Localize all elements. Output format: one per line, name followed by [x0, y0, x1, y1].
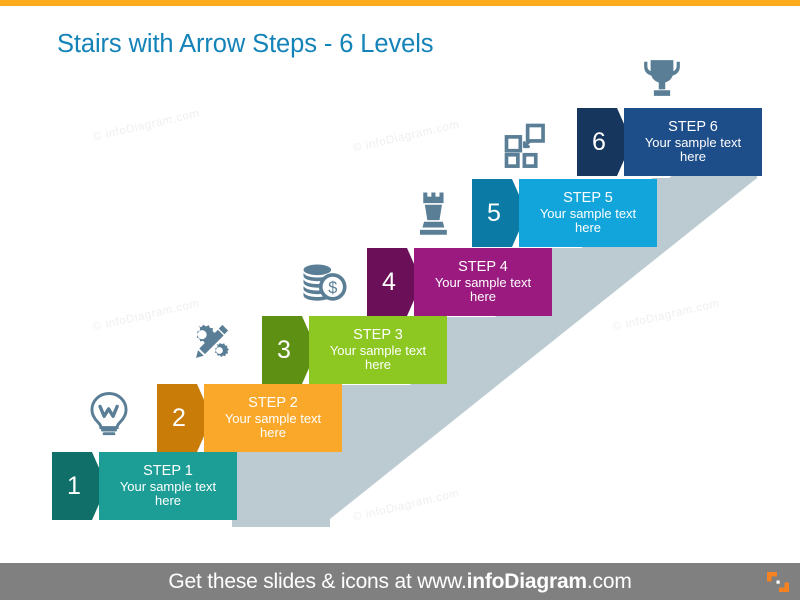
step-item-6[interactable]: STEP 6 Your sample text here 6: [577, 108, 762, 176]
step-body: STEP 4 Your sample text here: [414, 248, 552, 316]
gears-pencil-icon: [183, 318, 235, 370]
svg-text:$: $: [328, 279, 337, 297]
footer-text: Get these slides & icons at www.infoDiag…: [168, 570, 631, 594]
step-heading: STEP 3: [353, 326, 403, 343]
step-text: Your sample text here: [434, 275, 532, 305]
step-body: STEP 3 Your sample text here: [309, 316, 447, 384]
step-body: STEP 6 Your sample text here: [624, 108, 762, 176]
step-text: Your sample text here: [119, 479, 217, 509]
step-heading: STEP 1: [143, 462, 193, 479]
step-item-1[interactable]: STEP 1 Your sample text here 1: [52, 452, 237, 520]
step-item-3[interactable]: STEP 3 Your sample text here 3: [262, 316, 447, 384]
step-arrow-head: [472, 179, 527, 247]
step-arrow-head: [577, 108, 632, 176]
step-text: Your sample text here: [224, 411, 322, 441]
step-number: 5: [487, 198, 501, 227]
page-title: Stairs with Arrow Steps - 6 Levels: [57, 30, 434, 58]
step-body: STEP 2 Your sample text here: [204, 384, 342, 452]
step-arrow-head: [262, 316, 317, 384]
footer-brand: infoDiagram: [466, 569, 588, 593]
squares-arrange-icon: [500, 119, 552, 171]
footer-text-before: Get these slides & icons at www.: [168, 569, 467, 593]
step-heading: STEP 5: [563, 189, 613, 206]
coins-dollar-icon: $: [297, 256, 349, 308]
step-arrow-head: [157, 384, 212, 452]
footer-bar: Get these slides & icons at www.infoDiag…: [0, 563, 800, 600]
top-accent-bar: [0, 0, 800, 6]
trophy-icon: [636, 52, 688, 104]
steps-layer: STEP 1 Your sample text here 1 STEP 2: [52, 52, 762, 520]
step-body: STEP 5 Your sample text here: [519, 179, 657, 247]
step-number: 6: [592, 127, 606, 156]
lightbulb-icon: [83, 387, 135, 439]
step-text: Your sample text here: [539, 206, 637, 236]
step-item-2[interactable]: STEP 2 Your sample text here 2: [157, 384, 342, 452]
step-heading: STEP 4: [458, 258, 508, 275]
footer-text-after: .com: [586, 569, 632, 593]
step-text: Your sample text here: [644, 135, 742, 165]
step-item-4[interactable]: STEP 4 Your sample text here 4: [367, 248, 552, 316]
step-arrow-head: [52, 452, 107, 520]
chess-rook-icon: [407, 186, 459, 238]
step-item-5[interactable]: STEP 5 Your sample text here 5: [472, 179, 657, 247]
step-text: Your sample text here: [329, 343, 427, 373]
step-number: 4: [382, 267, 396, 296]
step-number: 1: [67, 471, 81, 500]
step-number: 3: [277, 335, 291, 364]
step-heading: STEP 2: [248, 394, 298, 411]
step-body: STEP 1 Your sample text here: [99, 452, 237, 520]
step-arrow-head: [367, 248, 422, 316]
step-heading: STEP 6: [668, 118, 718, 135]
infodiagram-logo-icon: [767, 571, 789, 592]
step-number: 2: [172, 403, 186, 432]
